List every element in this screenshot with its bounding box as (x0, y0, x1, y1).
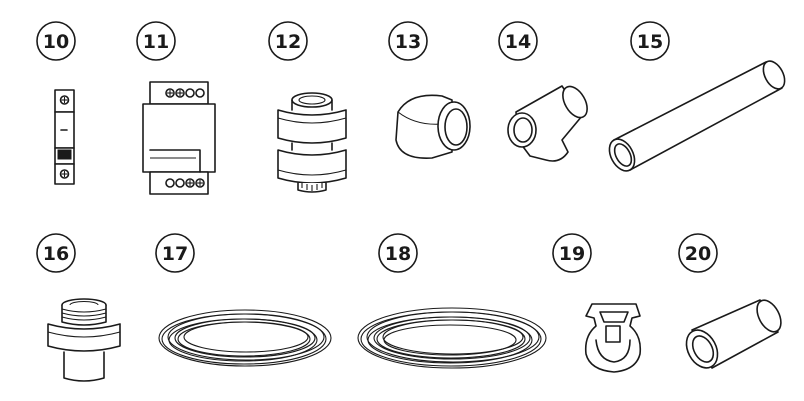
short-pipe-icon (685, 299, 782, 369)
badge-18: 18 (378, 233, 418, 273)
badge-15: 15 (630, 21, 670, 61)
badge-17: 17 (155, 233, 195, 273)
power-supply-icon (142, 81, 216, 195)
coiled-wire-icon (158, 309, 332, 367)
badge-10: 10 (36, 21, 76, 61)
badge-12-label: 12 (275, 31, 301, 53)
badge-12: 12 (268, 21, 308, 61)
badge-10-label: 10 (43, 31, 69, 53)
badge-16-label: 16 (43, 243, 69, 265)
badge-20: 20 (678, 233, 718, 273)
badge-11-label: 11 (143, 31, 169, 53)
pipe-clip-icon (584, 303, 642, 373)
badge-14-label: 14 (505, 31, 531, 53)
elbow-fitting-icon (395, 94, 471, 159)
badge-11: 11 (136, 21, 176, 61)
badge-18-label: 18 (385, 243, 411, 265)
long-pipe-icon (608, 60, 786, 172)
badge-15-label: 15 (637, 31, 663, 53)
threaded-union-icon (47, 298, 121, 382)
badge-16: 16 (36, 233, 76, 273)
coiled-tubing-icon (357, 307, 547, 369)
badge-17-label: 17 (162, 243, 188, 265)
badge-19-label: 19 (559, 243, 585, 265)
union-valve-icon (277, 92, 347, 193)
badge-19: 19 (552, 233, 592, 273)
badge-14: 14 (498, 21, 538, 61)
circuit-breaker-icon (54, 89, 75, 185)
badge-13-label: 13 (395, 31, 421, 53)
tee-fitting-icon (507, 85, 588, 162)
badge-13: 13 (388, 21, 428, 61)
badge-20-label: 20 (685, 243, 711, 265)
